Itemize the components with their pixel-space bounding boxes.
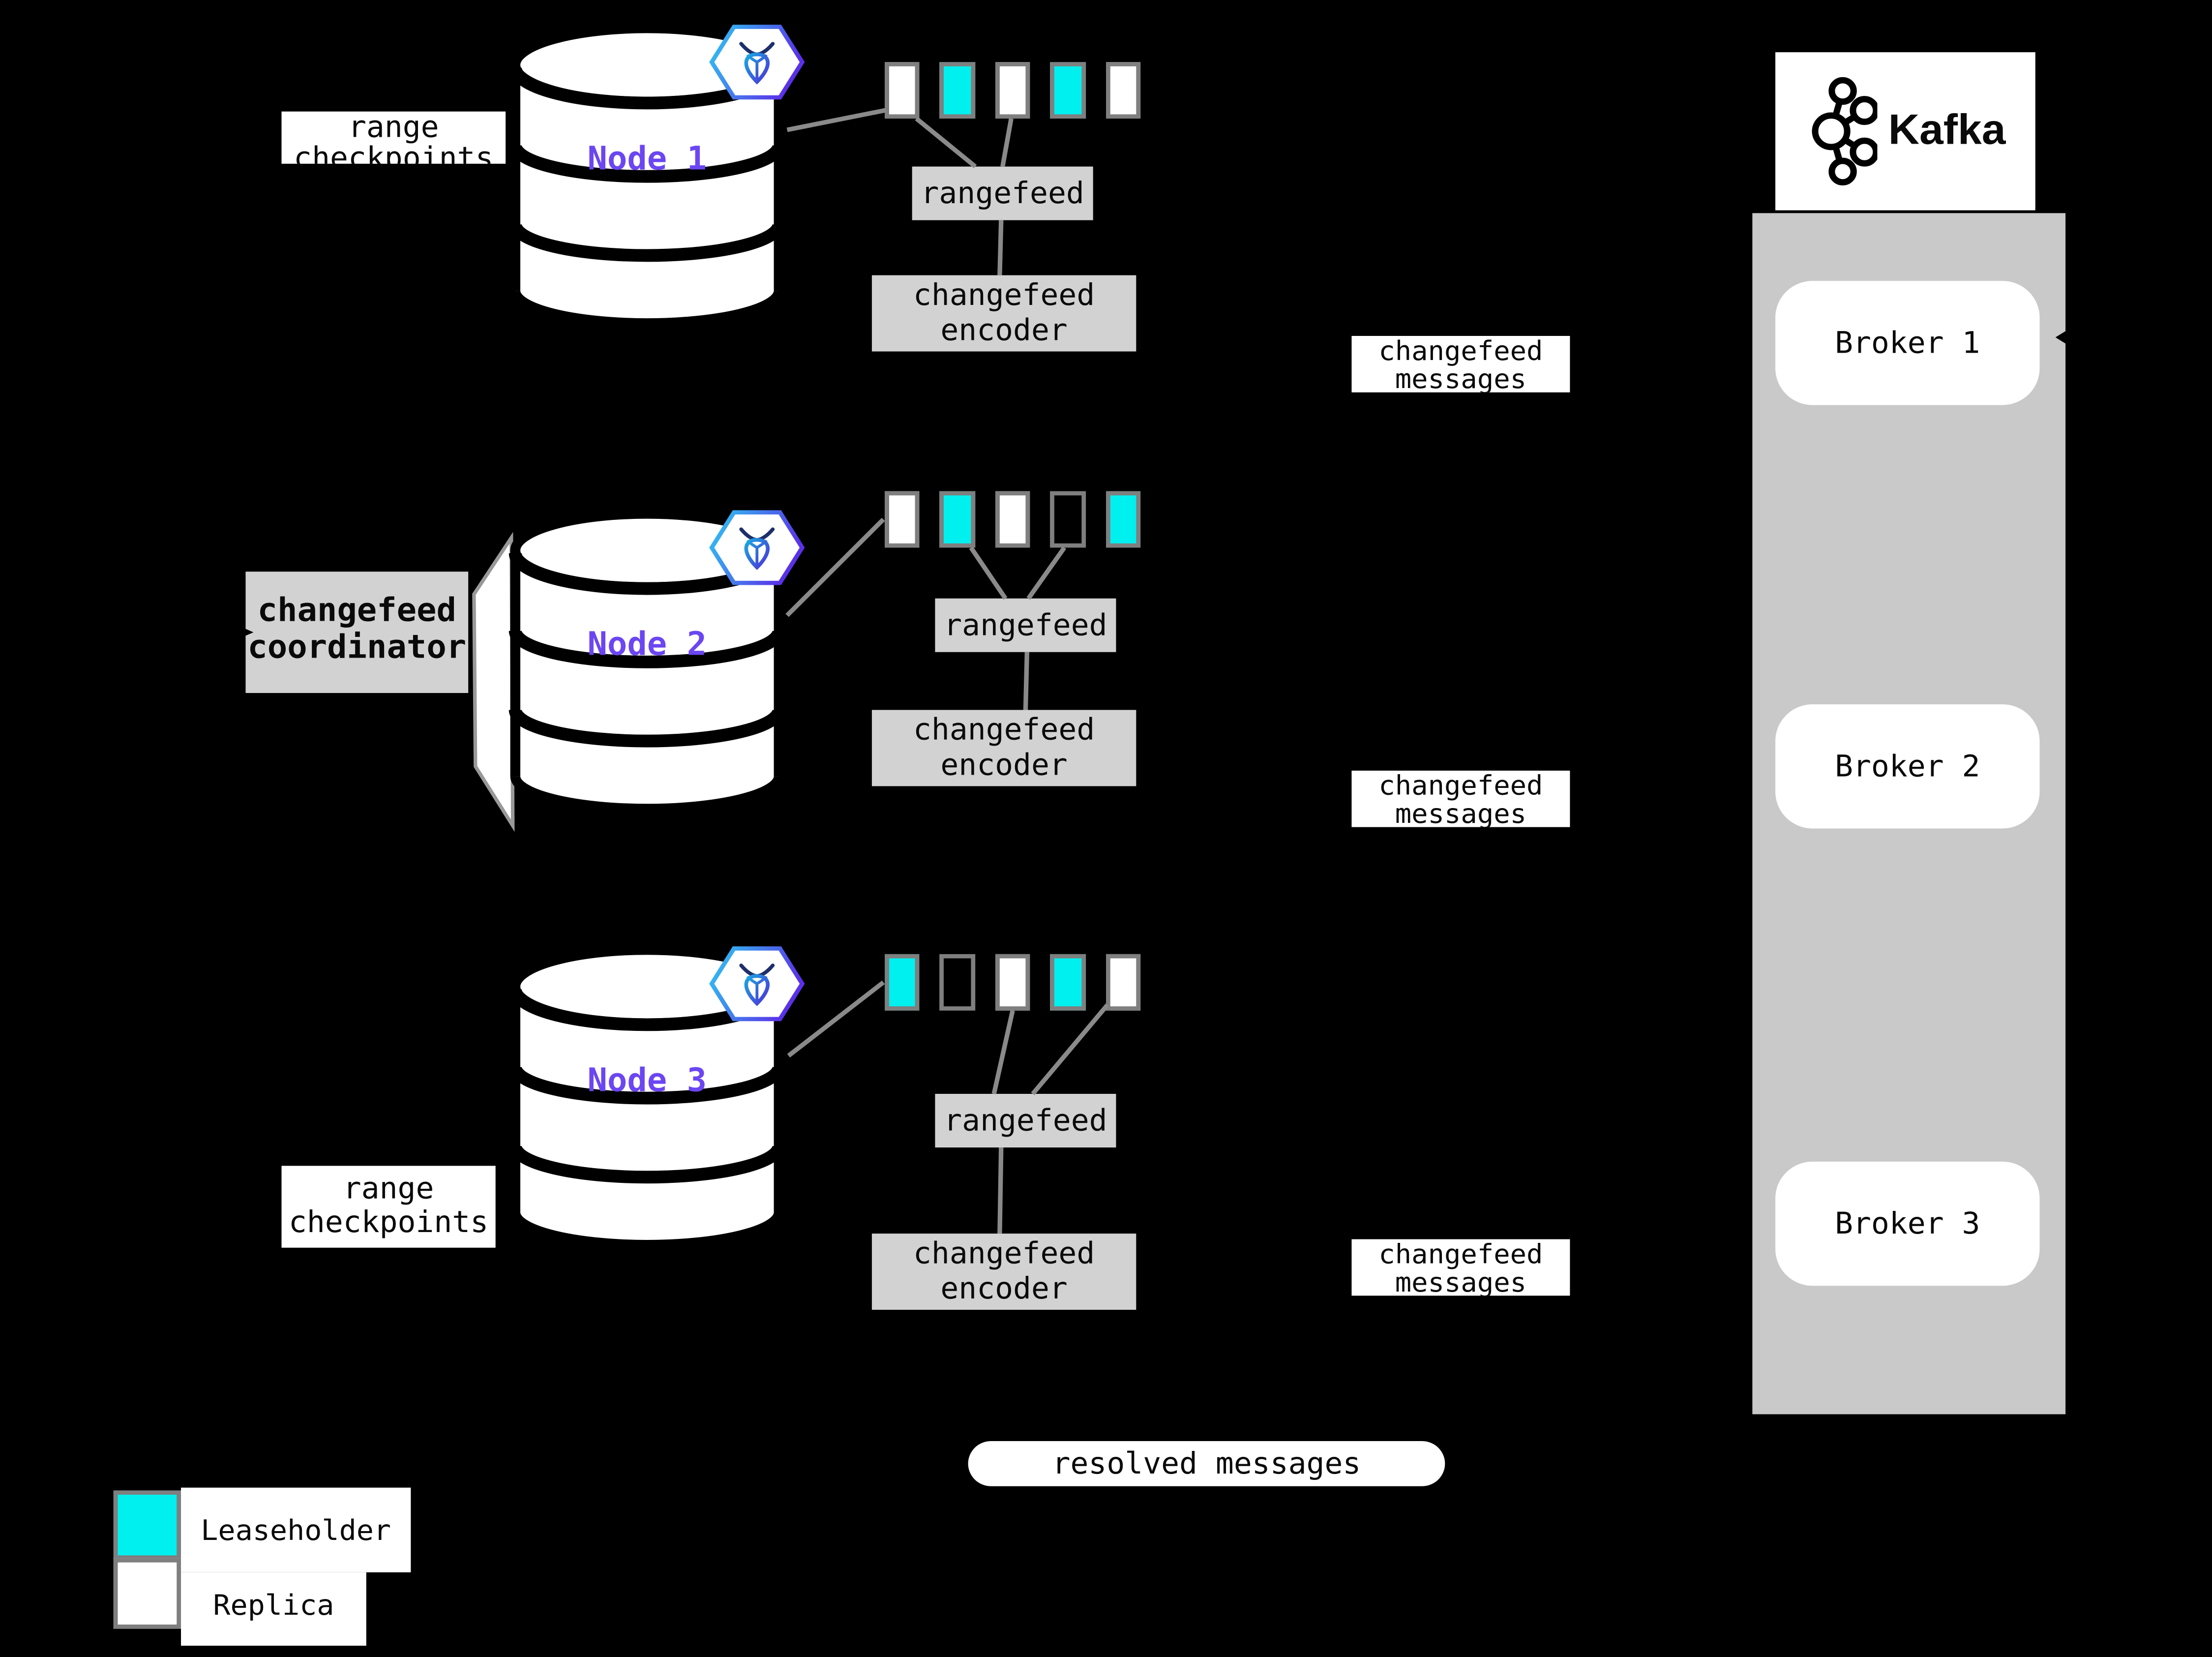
node-1-cylinder bbox=[515, 28, 779, 323]
range-leaseholder bbox=[1050, 954, 1086, 1011]
coordinator-line1: changefeed bbox=[257, 593, 457, 630]
resolved-messages-label: resolved messages bbox=[968, 1441, 1445, 1486]
broker-3: Broker 3 bbox=[1775, 1161, 2040, 1286]
broker-1: Broker 1 bbox=[1775, 281, 2040, 405]
range-empty bbox=[939, 954, 975, 1011]
range-leaseholder bbox=[939, 62, 975, 119]
changefeed-encoder-box-1: changefeed encoder bbox=[871, 275, 1136, 352]
changefeed-messages-label-1: changefeed messages bbox=[1351, 335, 1570, 392]
changefeed-coordinator-label: changefeed coordinator bbox=[245, 572, 469, 693]
node-1-label: Node 1 bbox=[587, 139, 707, 177]
changefeed-messages-label-3: changefeed messages bbox=[1351, 1239, 1570, 1296]
encoder-line2: encoder bbox=[940, 1271, 1068, 1306]
changefeed-messages-label-2: changefeed messages bbox=[1351, 770, 1570, 827]
range-checkpoints-label-1: range checkpoints bbox=[281, 111, 506, 164]
messages-line1: changefeed bbox=[1378, 335, 1543, 367]
messages-line1: changefeed bbox=[1378, 770, 1543, 802]
legend-replica-label: Replica bbox=[181, 1572, 366, 1646]
range-checkpoints-label-2: range checkpoints bbox=[281, 1166, 496, 1248]
range-replica bbox=[995, 62, 1030, 119]
rangefeed-box-1: rangefeed bbox=[912, 166, 1093, 220]
encoder-line1: changefeed bbox=[913, 278, 1095, 312]
changefeed-encoder-box-2: changefeed encoder bbox=[871, 710, 1136, 786]
range-replica bbox=[884, 491, 920, 548]
encoder-line2: encoder bbox=[940, 313, 1068, 347]
messages-line2: messages bbox=[1395, 799, 1527, 827]
range-checkpoints-line1: range bbox=[348, 111, 439, 144]
range-replica bbox=[884, 62, 920, 119]
messages-line2: messages bbox=[1395, 1267, 1527, 1296]
range-replica bbox=[1106, 62, 1141, 119]
range-checkpoints-line2: checkpoints bbox=[288, 1205, 489, 1239]
coordinator-flag-shape bbox=[472, 532, 515, 832]
broker-2: Broker 2 bbox=[1775, 704, 2040, 829]
messages-line1: changefeed bbox=[1378, 1239, 1543, 1270]
range-checkpoints-line1: range bbox=[343, 1171, 434, 1205]
range-leaseholder bbox=[884, 954, 920, 1011]
range-row-node-2 bbox=[884, 491, 1141, 548]
range-empty bbox=[1050, 491, 1086, 548]
kafka-logo-box: Kafka bbox=[1775, 52, 2035, 211]
legend-leaseholder-label: Leaseholder bbox=[181, 1487, 411, 1572]
encoder-line2: encoder bbox=[940, 748, 1068, 782]
range-row-node-1 bbox=[884, 62, 1141, 119]
range-replica bbox=[1106, 954, 1141, 1011]
node-3-label: Node 3 bbox=[587, 1061, 707, 1099]
range-leaseholder bbox=[939, 491, 975, 548]
range-row-node-3 bbox=[884, 954, 1141, 1011]
range-leaseholder bbox=[1106, 491, 1141, 548]
node-2-cylinder bbox=[515, 514, 779, 809]
encoder-line1: changefeed bbox=[913, 713, 1095, 747]
changefeed-encoder-box-3: changefeed encoder bbox=[871, 1234, 1136, 1310]
range-checkpoints-line2: checkpoints bbox=[294, 141, 494, 164]
node-3-badge-icon bbox=[712, 948, 802, 1019]
node-2-badge-icon bbox=[712, 512, 802, 583]
node-3-cylinder bbox=[515, 950, 779, 1245]
node-1-badge-icon bbox=[712, 27, 802, 97]
range-leaseholder bbox=[1050, 62, 1086, 119]
legend-replica-swatch bbox=[113, 1558, 181, 1629]
rangefeed-box-3: rangefeed bbox=[935, 1094, 1116, 1148]
legend-leaseholder-swatch bbox=[113, 1490, 181, 1560]
coordinator-line2: coordinator bbox=[247, 629, 467, 666]
node-2-label: Node 2 bbox=[587, 625, 707, 663]
range-replica bbox=[995, 954, 1030, 1011]
rangefeed-box-2: rangefeed bbox=[935, 598, 1116, 652]
messages-line2: messages bbox=[1395, 364, 1527, 392]
kafka-logo-icon bbox=[1811, 77, 1877, 186]
encoder-line1: changefeed bbox=[913, 1236, 1095, 1270]
range-replica bbox=[995, 491, 1030, 548]
kafka-brand-label: Kafka bbox=[1888, 107, 2006, 154]
